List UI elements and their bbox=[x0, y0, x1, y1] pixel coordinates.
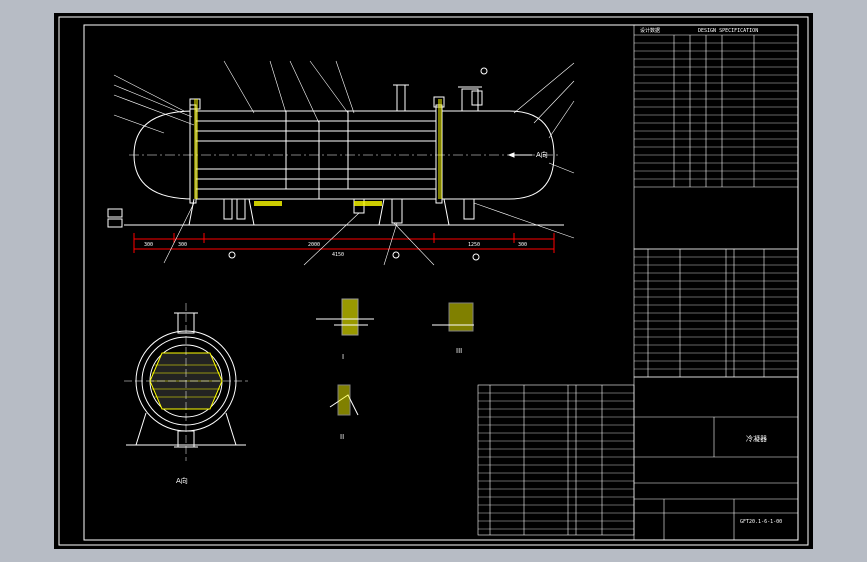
detail-views bbox=[316, 298, 474, 416]
vessel-elevation bbox=[107, 60, 575, 266]
design-spec-table bbox=[633, 24, 799, 250]
nozzle-table-rows bbox=[634, 256, 798, 370]
detail-3-label: III bbox=[456, 347, 462, 355]
spec-title-en: DESIGN SPECIFICATION bbox=[698, 28, 758, 34]
parts-list bbox=[477, 384, 635, 536]
spec-title-cn: 设计数据 bbox=[640, 27, 660, 34]
detail-2-label: II bbox=[340, 433, 344, 441]
title-block-drawing-no: GFT20.1-6-1-00 bbox=[740, 519, 782, 525]
right-head bbox=[508, 110, 555, 200]
arrow-a-label: A向 bbox=[536, 150, 548, 159]
detail-1-label: I bbox=[342, 353, 344, 361]
outer-frame bbox=[58, 16, 809, 546]
dim-5: 300 bbox=[518, 242, 527, 248]
dimension-texts: 300 300 2000 4150 1250 300 bbox=[144, 242, 527, 258]
view-a-label: A向 bbox=[176, 476, 188, 485]
cad-drawing-canvas: A向 300 300 2000 4150 1250 300 A向 bbox=[58, 16, 809, 546]
dim-0: 300 bbox=[144, 242, 153, 248]
parts-list-rows bbox=[478, 392, 634, 530]
spec-table-rows bbox=[634, 42, 798, 180]
dim-2: 2000 bbox=[308, 242, 320, 248]
title-block bbox=[633, 376, 799, 541]
drawing-sheet: A向 300 300 2000 4150 1250 300 A向 bbox=[54, 13, 813, 549]
dim-4: 1250 bbox=[468, 242, 480, 248]
end-view-a bbox=[124, 303, 248, 461]
dim-3: 4150 bbox=[332, 252, 344, 258]
dim-1: 300 bbox=[178, 242, 187, 248]
title-block-name: 冷凝器 bbox=[746, 434, 767, 443]
